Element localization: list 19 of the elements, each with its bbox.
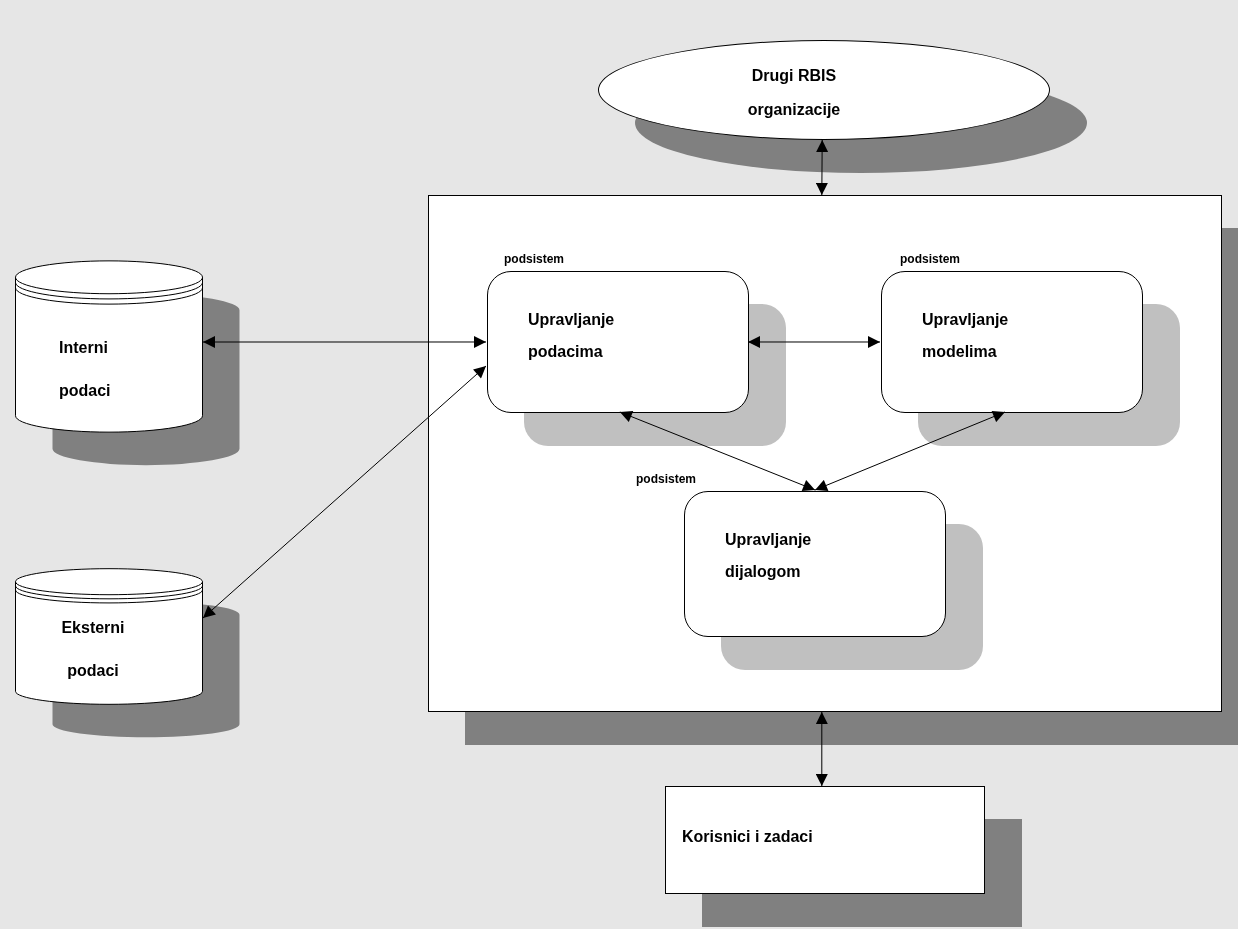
- double-arrow: [619, 410, 816, 492]
- double-arrow: [202, 365, 487, 619]
- system-box: [665, 786, 985, 894]
- double-arrow: [815, 139, 829, 196]
- node-label: Drugi RBIS organizacije: [746, 66, 842, 120]
- node-label: Upravljanje modelima: [922, 310, 1010, 362]
- subsystem-caption: podsistem: [636, 471, 696, 488]
- double-arrow: [814, 411, 1006, 491]
- double-arrow: [747, 336, 881, 348]
- double-arrow: [202, 336, 487, 348]
- subsystem-caption: podsistem: [900, 251, 960, 268]
- node-label: Upravljanje podacima: [528, 310, 616, 362]
- node-label: Korisnici i zadaci: [682, 827, 814, 847]
- node-label: Interni podaci: [59, 338, 112, 401]
- node-label: Eksterni podaci: [60, 618, 126, 681]
- subsystem-caption: podsistem: [504, 251, 564, 268]
- node-label: Upravljanje dijalogom: [725, 530, 813, 582]
- double-arrow: [815, 711, 828, 787]
- system-box: [428, 195, 1222, 712]
